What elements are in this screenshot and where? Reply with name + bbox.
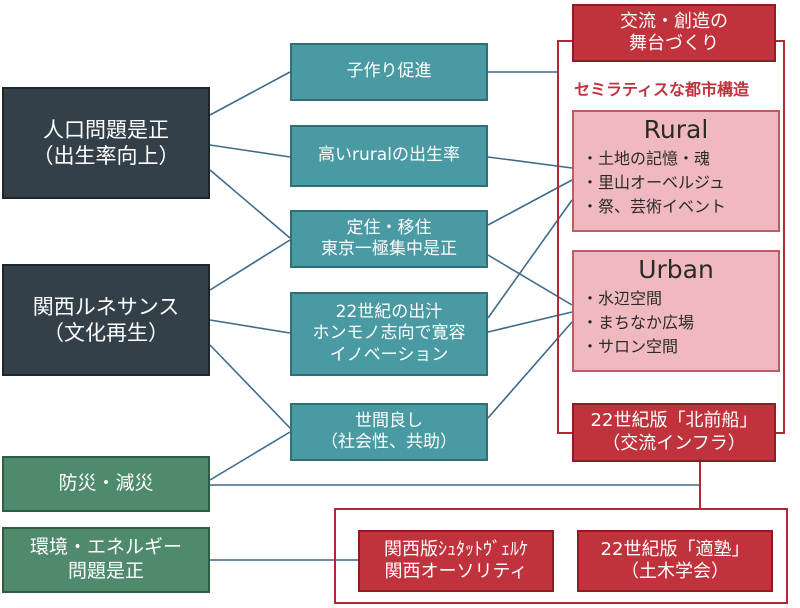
community-line-1: 世間良し [355, 410, 423, 431]
urban-item-3: ・サロン空間 [582, 337, 679, 357]
kitamaebune-line-1: 22世紀版「北前船」 [590, 410, 758, 431]
semilattice-label: セミラティスな都市構造 [574, 80, 750, 99]
settlement-line-2: 東京一極集中是正 [321, 239, 457, 259]
population-box: 人口問題是正 （出生率向上） [2, 87, 210, 199]
dashi-line-2: ホンモノ志向で寛容 [312, 323, 466, 344]
disaster-line-1: 防災・減災 [58, 472, 154, 495]
rural-item-2: ・里山オーベルジュ [582, 173, 725, 193]
rural-box: Rural ・土地の記憶・魂 ・里山オーベルジュ ・祭、芸術イベント [572, 110, 780, 232]
settlement-line-1: 定住・移住 [346, 217, 432, 238]
population-line-1: 人口問題是正 [43, 117, 169, 142]
stage-title-box: 交流・創造の 舞台づくり [572, 4, 776, 62]
childbirth-box: 子作り促進 [290, 43, 488, 101]
stage-title-line-1: 交流・創造の [620, 10, 728, 32]
dashi-line-3: イノベーション [329, 344, 449, 365]
stadtwerke-line-2: 関西オーソリティ [384, 561, 528, 582]
urban-item-2: ・まちなか広場 [582, 313, 695, 333]
connector-population-childbirth [209, 71, 291, 116]
tekijuku-line-2: （土木学会） [621, 561, 729, 582]
stage-title-line-2: 舞台づくり [629, 33, 719, 54]
dashi-line-1: 22世紀の出汁 [335, 302, 443, 323]
bottom-frame [334, 508, 788, 604]
connector-population-rural-birthrate [209, 144, 291, 158]
rural-birthrate-box: 高いruralの出生率 [290, 125, 488, 187]
rural-title: Rural [643, 115, 709, 144]
kitamaebune-box: 22世紀版「北前船」 （交流インフラ） [572, 403, 776, 462]
rural-birthrate-line-1: 高いruralの出生率 [318, 145, 460, 166]
tekijuku-line-1: 22世紀版「適塾」 [600, 538, 750, 560]
community-box: 世間良し （社会性、共助） [290, 403, 488, 461]
urban-box: Urban ・水辺空間 ・まちなか広場 ・サロン空間 [572, 250, 780, 372]
disaster-box: 防災・減災 [2, 456, 210, 512]
renaissance-line-2: （文化再生） [43, 321, 169, 345]
settlement-box: 定住・移住 東京一極集中是正 [290, 210, 488, 268]
community-line-2: （社会性、共助） [321, 432, 457, 452]
kitamaebune-line-2: （交流インフラ） [602, 432, 746, 454]
environment-line-1: 環境・エネルギー [29, 536, 182, 559]
rural-item-3: ・祭、芸術イベント [582, 197, 727, 217]
renaissance-box: 関西ルネサンス （文化再生） [2, 264, 210, 376]
urban-title: Urban [638, 255, 714, 284]
stadtwerke-line-1: 関西版ｼｭﾀｯﾄｳﾞｪﾙｹ [384, 538, 528, 560]
environment-line-2: 問題是正 [67, 560, 144, 582]
renaissance-line-1: 関西ルネサンス [32, 294, 180, 319]
urban-item-1: ・水辺空間 [582, 289, 663, 309]
childbirth-line-1: 子作り促進 [346, 61, 432, 82]
stadtwerke-box: 関西版ｼｭﾀｯﾄｳﾞｪﾙｹ 関西オーソリティ [358, 530, 554, 592]
tekijuku-box: 22世紀版「適塾」 （土木学会） [577, 530, 773, 592]
dashi-box: 22世紀の出汁 ホンモノ志向で寛容 イノベーション [290, 292, 488, 376]
connector-disaster-community [209, 431, 291, 481]
connector-renaissance-community [209, 344, 291, 429]
connector-renaissance-dashi [209, 319, 291, 334]
connector-renaissance-settlement [209, 239, 291, 291]
rural-item-1: ・土地の記憶・魂 [582, 149, 711, 169]
connector-population-settlement [209, 169, 291, 239]
environment-box: 環境・エネルギー 問題是正 [2, 527, 210, 593]
population-line-2: （出生率向上） [32, 144, 180, 168]
